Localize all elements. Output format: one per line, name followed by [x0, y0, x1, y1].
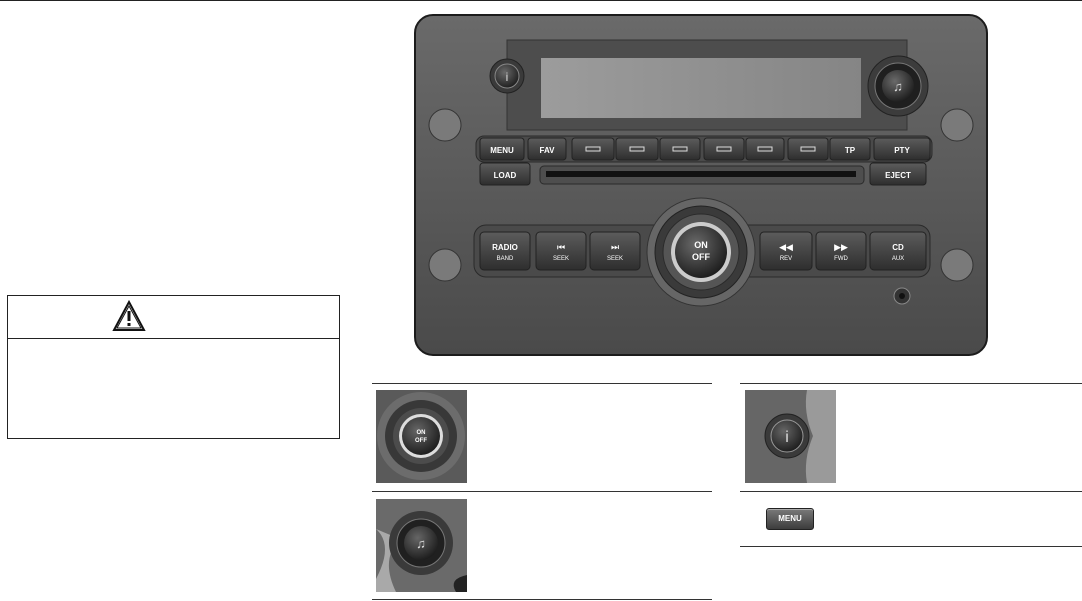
info-button[interactable]: i: [489, 58, 525, 94]
preset-button-2[interactable]: [615, 137, 659, 161]
rev-button[interactable]: ◀◀ REV: [759, 231, 813, 271]
warning-header: [8, 296, 339, 339]
svg-text:BAND: BAND: [497, 256, 514, 262]
seek-forward-button[interactable]: ⏭ SEEK: [589, 231, 641, 271]
warning-box: [7, 295, 340, 439]
top-rule: [0, 0, 1082, 1]
svg-text:FWD: FWD: [834, 256, 848, 262]
svg-text:TP: TP: [845, 146, 856, 155]
fav-button[interactable]: FAV: [527, 137, 567, 161]
svg-text:SEEK: SEEK: [553, 256, 569, 262]
table-rule: [372, 491, 712, 492]
screw-hole: [428, 248, 462, 282]
table-rule: [372, 599, 712, 600]
load-button[interactable]: LOAD: [479, 162, 531, 186]
eject-button[interactable]: EJECT: [869, 162, 927, 186]
menu-button[interactable]: MENU: [479, 137, 525, 161]
fwd-button[interactable]: ▶▶ FWD: [815, 231, 867, 271]
preset-buttons: [571, 137, 829, 161]
table-rule: [372, 383, 712, 384]
svg-text:FAV: FAV: [540, 146, 556, 155]
svg-text:MENU: MENU: [490, 146, 514, 155]
svg-text:SEEK: SEEK: [607, 256, 623, 262]
fast-forward-icon: ▶▶: [834, 242, 848, 252]
cd-aux-button[interactable]: CD AUX: [869, 231, 927, 271]
table-rule: [740, 383, 1082, 384]
menu-button-thumbnail: MENU: [766, 508, 814, 530]
table-rule: [740, 546, 1082, 547]
svg-text:i: i: [506, 70, 509, 84]
svg-text:AUX: AUX: [892, 256, 904, 262]
radio-band-button[interactable]: RADIO BAND: [479, 231, 531, 271]
svg-text:OFF: OFF: [692, 252, 710, 262]
svg-text:PTY: PTY: [894, 146, 910, 155]
svg-text:OFF: OFF: [415, 438, 427, 444]
music-note-icon: ♫: [893, 79, 903, 94]
preset-button-5[interactable]: [745, 137, 785, 161]
skip-back-icon: ⏮: [557, 242, 565, 252]
svg-text:RADIO: RADIO: [492, 243, 518, 252]
audio-knob-thumbnail: ♫: [376, 499, 467, 592]
radio-panel: i ♫ MENU FAV TP PTY LOAD: [414, 14, 988, 356]
preset-button-4[interactable]: [703, 137, 745, 161]
svg-text:EJECT: EJECT: [885, 171, 911, 180]
svg-text:i: i: [785, 429, 789, 446]
preset-button-1[interactable]: [571, 137, 615, 161]
skip-forward-icon: ⏭: [611, 242, 619, 252]
on-off-knob-thumbnail: ON OFF: [376, 390, 467, 483]
music-note-icon: ♫: [416, 536, 426, 551]
table-rule: [740, 491, 1082, 492]
pty-button[interactable]: PTY: [873, 137, 931, 161]
aux-jack: [893, 287, 911, 305]
preset-button-3[interactable]: [659, 137, 701, 161]
tp-button[interactable]: TP: [829, 137, 871, 161]
info-button-thumbnail: i: [745, 390, 836, 483]
rewind-icon: ◀◀: [779, 242, 793, 252]
svg-text:REV: REV: [780, 256, 792, 262]
audio-knob[interactable]: ♫: [867, 55, 929, 117]
warning-triangle-icon: [112, 300, 146, 331]
screw-hole: [940, 248, 974, 282]
preset-button-6[interactable]: [787, 137, 829, 161]
svg-text:ON: ON: [417, 430, 426, 436]
screw-hole: [940, 108, 974, 142]
seek-back-button[interactable]: ⏮ SEEK: [535, 231, 587, 271]
on-off-knob[interactable]: ON OFF: [646, 197, 756, 307]
cd-slot: [539, 165, 865, 185]
svg-text:ON: ON: [694, 240, 708, 250]
svg-text:LOAD: LOAD: [494, 171, 517, 180]
svg-text:CD: CD: [892, 243, 904, 252]
screw-hole: [428, 108, 462, 142]
